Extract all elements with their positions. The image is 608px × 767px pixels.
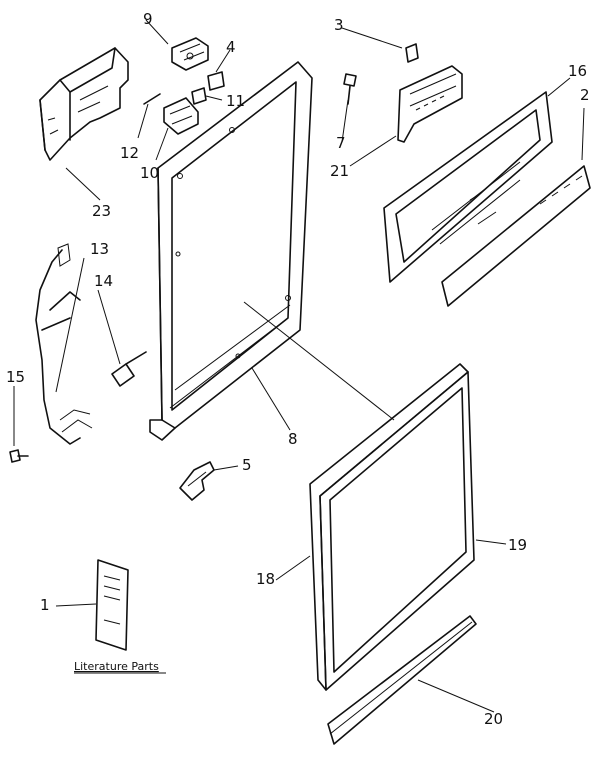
part-16-console (383, 91, 553, 283)
callout-9: 9 (143, 10, 153, 28)
part-1-literature (95, 559, 129, 651)
callout-16: 16 (568, 62, 587, 80)
part-11-clip (191, 87, 207, 105)
callout-2: 2 (580, 86, 590, 104)
callout-11: 11 (226, 92, 245, 110)
part-10-latch-body (163, 97, 199, 135)
part-21-control-module (397, 65, 463, 143)
callout-13: 13 (90, 240, 109, 258)
callout-18: 18 (256, 570, 275, 588)
callout-5: 5 (242, 456, 252, 474)
callout-19: 19 (508, 536, 527, 554)
callout-23: 23 (92, 202, 111, 220)
part-5-clip (179, 461, 215, 501)
part-23-bracket (39, 47, 129, 161)
part-19-door-panel (319, 371, 475, 691)
callout-20: 20 (484, 710, 503, 728)
part-7-screw (343, 73, 357, 105)
part-12-pin (143, 93, 161, 105)
callout-7: 7 (336, 134, 346, 152)
callout-14: 14 (94, 272, 113, 290)
part-2-overlay (441, 165, 591, 307)
callout-3: 3 (334, 16, 344, 34)
callout-1: 1 (40, 596, 50, 614)
callout-21: 21 (330, 162, 349, 180)
part-8-door-frame (149, 61, 313, 441)
callout-8: 8 (288, 430, 298, 448)
leader-lines (13, 19, 585, 713)
callout-4: 4 (226, 38, 236, 56)
callout-15: 15 (6, 368, 25, 386)
part-14-switch (111, 351, 147, 387)
callout-12: 12 (120, 144, 139, 162)
part-9-latch (171, 37, 209, 71)
literature-parts-label: Literature Parts (74, 660, 159, 673)
callout-10: 10 (140, 164, 159, 182)
part-3-clip (405, 43, 419, 63)
part-20-trim (327, 615, 477, 745)
part-15-screw (9, 449, 29, 463)
part-4-clip (207, 71, 225, 91)
part-13-wire-harness (35, 243, 93, 445)
